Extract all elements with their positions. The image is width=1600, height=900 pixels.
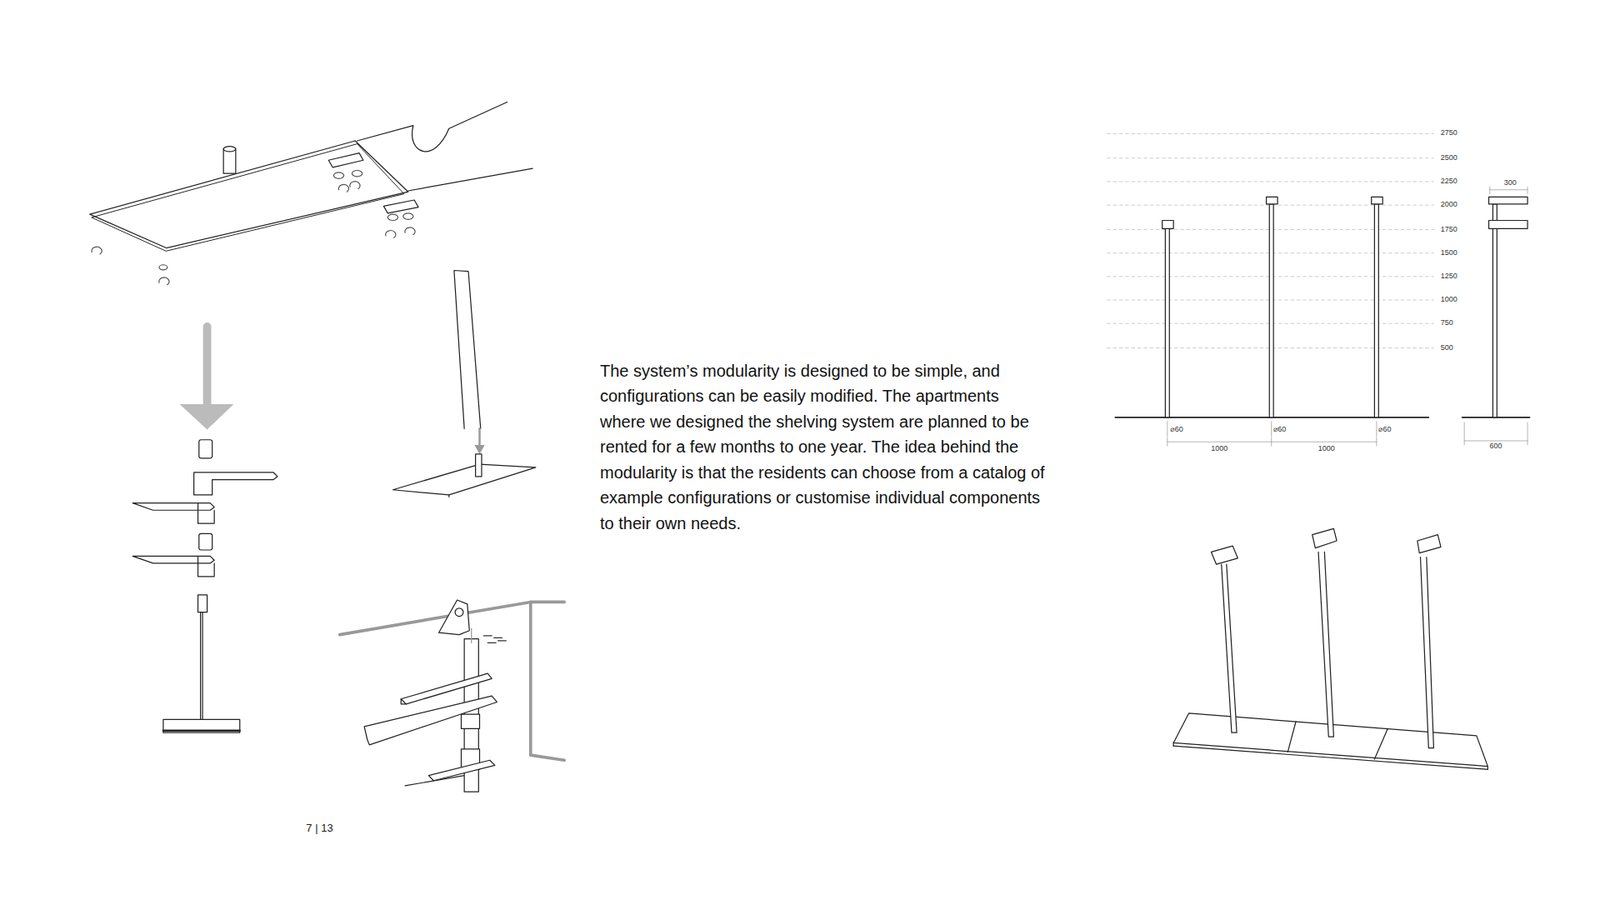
assembly-arrow [180,326,235,430]
diameter-label: ⌀60 [1377,425,1392,435]
height-mark: 500 [1440,344,1455,353]
height-mark: 2000 [1440,200,1459,210]
height-mark: 2250 [1440,177,1459,186]
base-dimension: 600 [1489,442,1504,451]
depth-dimension: 300 [1503,179,1518,188]
exploded-column [132,440,278,733]
height-mark: 2750 [1440,129,1459,138]
ceiling-plate [90,101,533,285]
height-mark: 1750 [1440,225,1459,235]
spacing-dimension: 1000 [1210,445,1229,454]
elevation-drawing [1107,133,1530,446]
page-number: 7 | 13 [305,822,333,835]
height-mark: 1250 [1440,272,1459,281]
height-mark: 2500 [1440,154,1459,163]
height-mark: 1500 [1440,249,1459,258]
diameter-label: ⌀60 [1169,425,1184,435]
isometric-poles [1173,528,1488,770]
spacing-dimension: 1000 [1317,445,1336,454]
height-mark: 1000 [1440,295,1459,305]
body-text: The system’s modularity is designed to b… [600,358,1046,537]
diameter-label: ⌀60 [1272,425,1287,435]
pole-and-base [392,270,535,497]
wall-installation [340,600,565,792]
height-mark: 750 [1440,319,1455,328]
